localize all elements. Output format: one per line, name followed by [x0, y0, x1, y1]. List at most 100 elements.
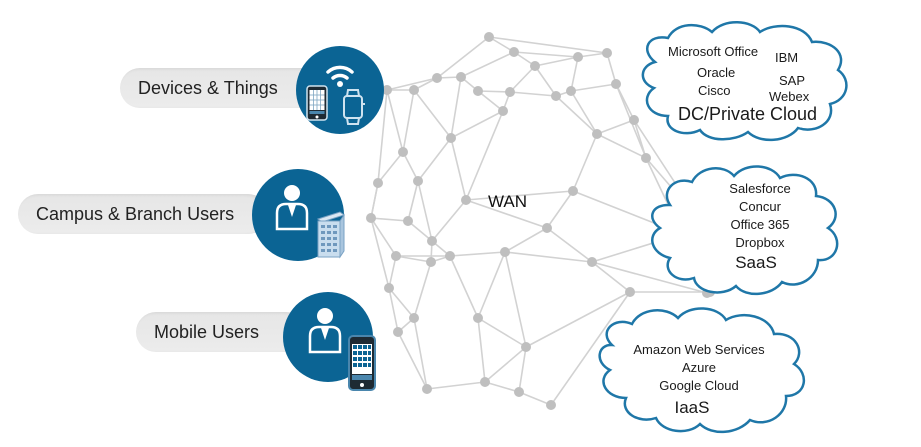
mesh-link	[591, 261, 708, 294]
mesh-link	[460, 51, 515, 78]
endpoint-campus-branch-users: Campus & Branch Users	[18, 194, 268, 234]
mesh-node	[611, 79, 621, 89]
mesh-node	[480, 377, 490, 387]
app-label: Dropbox	[735, 235, 785, 250]
mesh-link	[436, 36, 490, 79]
mesh-node	[573, 52, 583, 62]
mesh-node	[422, 384, 432, 394]
mesh-link	[377, 151, 404, 184]
mesh-link	[488, 36, 608, 54]
mesh-node	[542, 223, 552, 233]
campus-branch-badge	[252, 169, 346, 261]
mesh-link	[509, 65, 536, 93]
mesh-link	[513, 51, 579, 58]
mesh-node	[641, 153, 651, 163]
mesh-node	[592, 129, 602, 139]
mesh-link	[477, 90, 504, 112]
cloud-iaas-apps: Amazon Web Services Azure Google Cloud I…	[616, 341, 782, 421]
mesh-node	[484, 32, 494, 42]
mesh-link	[465, 190, 574, 201]
cloud-title: SaaS	[735, 253, 777, 272]
mesh-node	[546, 400, 556, 410]
mesh-link	[477, 90, 511, 93]
cloud-saas-apps: Salesforce Concur Office 365 Dropbox Saa…	[700, 180, 820, 274]
devices-things-badge	[296, 46, 384, 134]
app-label: Concur	[739, 199, 781, 214]
mesh-link	[426, 381, 486, 390]
mesh-node	[568, 186, 578, 196]
user-building-icon	[275, 185, 346, 259]
mesh-node	[373, 178, 383, 188]
mesh-link	[570, 56, 579, 92]
mesh-node	[409, 313, 419, 323]
mesh-link	[550, 291, 631, 406]
mesh-link	[395, 255, 432, 263]
mesh-link	[606, 52, 617, 85]
wan-label: WAN	[488, 192, 528, 211]
app-label: Salesforce	[729, 181, 791, 196]
mesh-node	[505, 87, 515, 97]
mesh-node	[530, 61, 540, 71]
mesh-node	[514, 387, 524, 397]
mesh-link	[431, 199, 467, 242]
mesh-link	[570, 90, 598, 135]
mesh-link	[518, 346, 527, 393]
endpoint-label: Mobile Users	[154, 321, 260, 342]
mesh-node	[426, 257, 436, 267]
mesh-link	[504, 251, 527, 348]
mesh-node	[403, 216, 413, 226]
mesh-link	[407, 220, 433, 242]
mobile-users-badge	[283, 292, 376, 391]
mesh-link	[477, 317, 486, 383]
mesh-node	[521, 342, 531, 352]
mesh-node	[393, 327, 403, 337]
endpoint-label: Devices & Things	[138, 77, 278, 98]
mesh-node	[432, 73, 442, 83]
mesh-link	[370, 217, 397, 257]
cloud-iaas	[598, 307, 806, 433]
mesh-node	[384, 283, 394, 293]
mesh-node	[445, 251, 455, 261]
endpoint-label: Campus & Branch Users	[36, 203, 235, 224]
mesh-link	[402, 151, 419, 182]
mesh-link	[450, 76, 462, 139]
mesh-link	[591, 261, 631, 293]
cloud-saas	[651, 165, 839, 295]
mesh-link	[417, 137, 452, 182]
mesh-node	[382, 85, 392, 95]
mesh-node	[398, 147, 408, 157]
endpoint-mobile-users: Mobile Users	[136, 312, 306, 352]
cloud-dc-private	[641, 21, 848, 141]
mesh-link	[388, 287, 415, 319]
mesh-link	[546, 227, 593, 263]
mesh-node	[391, 251, 401, 261]
wifi-phone-watch-icon	[306, 65, 365, 125]
mesh-link	[504, 227, 548, 253]
mesh-link	[465, 110, 504, 201]
mesh-link	[386, 77, 438, 91]
mesh-link	[417, 180, 433, 242]
mesh-node	[625, 287, 635, 297]
mesh-node	[629, 115, 639, 125]
mesh-node	[602, 48, 612, 58]
mesh-link	[407, 180, 419, 222]
mesh-node	[473, 313, 483, 323]
app-label: Amazon Web Services	[633, 342, 765, 357]
mesh-link	[534, 65, 557, 97]
cloud-title: IaaS	[674, 398, 710, 417]
mesh-link	[377, 89, 388, 184]
mesh-node	[473, 86, 483, 96]
mesh-link	[477, 317, 527, 348]
mesh-link	[370, 182, 379, 219]
mesh-node	[509, 47, 519, 57]
mesh-link	[413, 317, 428, 390]
app-label: Azure	[682, 360, 716, 375]
mesh-link	[596, 133, 647, 159]
mesh-link	[570, 83, 617, 92]
mesh-link	[388, 255, 397, 289]
mesh-link	[370, 217, 409, 222]
mesh-link	[546, 190, 574, 229]
mesh-link	[449, 251, 506, 257]
endpoint-devices-things: Devices & Things	[120, 68, 330, 108]
